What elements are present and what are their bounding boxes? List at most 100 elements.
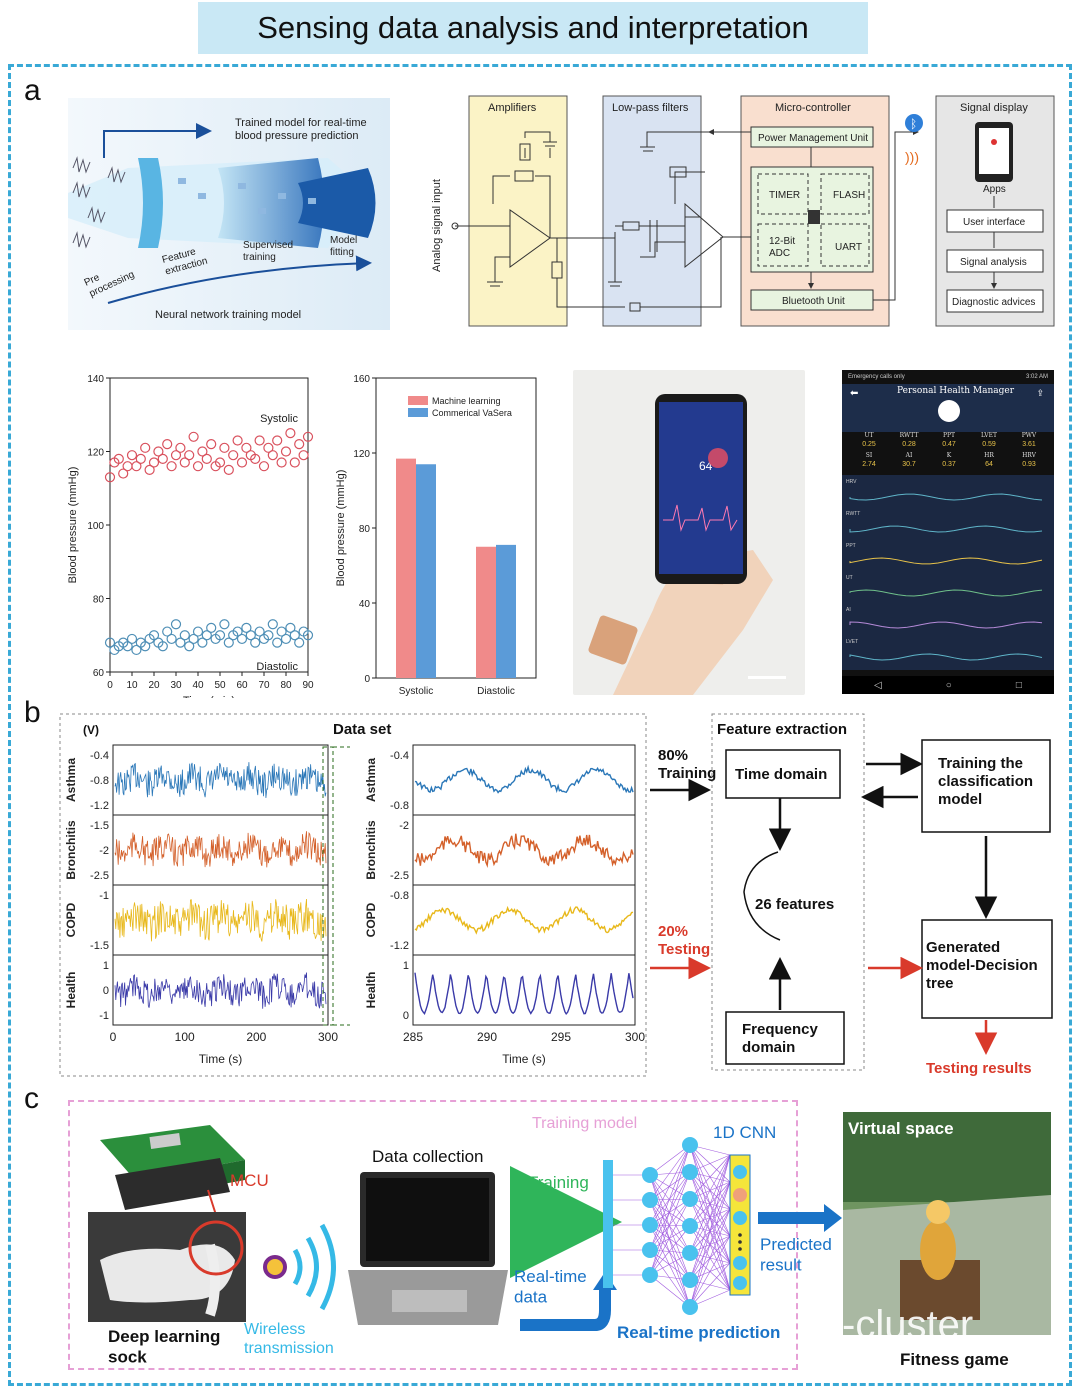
- scatter-point-systolic: [302, 431, 314, 442]
- y-tick-label: -0.8: [390, 800, 409, 812]
- cnn-connection: [689, 1154, 731, 1200]
- diagnostic-label: Diagnostic advices: [952, 297, 1035, 308]
- apps-label: Apps: [983, 184, 1006, 195]
- x-tick-label: 50: [214, 680, 226, 691]
- scatter-point-systolic: [104, 472, 116, 483]
- trace-label: AI: [846, 607, 851, 613]
- x-tick-label: 30: [170, 680, 182, 691]
- panel-b-classification: Data set (V) Asthma-0.4-0.8-1.2Bronchiti…: [59, 713, 1053, 1077]
- bar-diastolic-1: [496, 544, 516, 678]
- y-tick-label: 40: [359, 599, 371, 610]
- nav-recent-icon[interactable]: □: [1015, 679, 1022, 691]
- nav-back-icon[interactable]: ◁: [874, 679, 882, 691]
- nav-home-icon[interactable]: ○: [945, 679, 952, 691]
- x-tick-label: 40: [192, 680, 204, 691]
- panel-label-b: b: [24, 696, 41, 729]
- blood-pressure-scatter-chart: 01020304050607080906080100120140Time (mi…: [67, 374, 314, 698]
- legend-swatch: [408, 396, 428, 405]
- input-layer-bar: [603, 1160, 613, 1288]
- scatter-point-systolic: [175, 442, 186, 453]
- series-label-diastolic: Diastolic: [256, 661, 298, 673]
- scatter-point-diastolic: [219, 619, 230, 630]
- scatter-point-diastolic: [184, 641, 195, 652]
- analog-input-label: Analog signal input: [431, 179, 443, 272]
- x-tick-label: 100: [175, 1030, 195, 1044]
- scatter-point-systolic: [267, 450, 278, 461]
- cnn-connection: [649, 1224, 691, 1254]
- scatter-point-diastolic: [197, 637, 208, 648]
- virtual-space-label: Virtual space: [848, 1119, 954, 1138]
- scatter-point-diastolic: [294, 637, 305, 648]
- x-tick-label: 10: [126, 680, 138, 691]
- y-tick-label: 0: [403, 1010, 409, 1022]
- y-tick-label: 100: [87, 521, 104, 532]
- cnn-connection: [649, 1198, 691, 1251]
- share-icon[interactable]: ⇪: [1036, 388, 1044, 398]
- scatter-point-systolic: [258, 461, 270, 472]
- y-tick-label: 1: [103, 960, 109, 972]
- scatter-point-diastolic: [179, 630, 190, 641]
- scatter-point-systolic: [188, 431, 199, 442]
- cnn-node: [642, 1267, 658, 1283]
- cnn-node: [682, 1218, 698, 1234]
- metric-value: 0.93: [1022, 461, 1036, 468]
- scatter-point-systolic: [166, 461, 177, 472]
- phone-in-hand-photo: 64: [573, 370, 805, 695]
- cnn-connection: [649, 1249, 691, 1308]
- signal-display-label: Signal display: [960, 102, 1028, 114]
- cnn-connection: [649, 1199, 691, 1281]
- scatter-point-diastolic: [236, 633, 248, 645]
- cnn-connection: [649, 1224, 691, 1281]
- scatter-point-systolic: [135, 453, 146, 464]
- mcu-board-image: [100, 1125, 245, 1210]
- signal-trace-health: [114, 972, 327, 1009]
- x-axis-label: Time (min): [183, 695, 235, 698]
- flash-label: FLASH: [833, 190, 865, 201]
- cnn-node: [642, 1217, 658, 1233]
- y-tick-label: -0.8: [390, 890, 409, 902]
- metric-ppt: PPT: [942, 432, 956, 439]
- scatter-point-diastolic: [263, 630, 274, 641]
- cnn-output-node: [733, 1211, 747, 1225]
- page-title: Sensing data analysis and interpretation: [198, 2, 868, 54]
- bar-systolic-0: [396, 458, 416, 678]
- scatter-point-diastolic: [192, 626, 204, 637]
- cnn-ellipsis-dot: [738, 1233, 742, 1237]
- scatter-point-diastolic: [276, 626, 287, 637]
- trace-label: LVET: [846, 639, 858, 645]
- y-tick-label: -1: [99, 1010, 109, 1022]
- scatter-point-diastolic: [175, 637, 186, 648]
- scatter-point-diastolic: [280, 633, 292, 645]
- trace-label: UT: [846, 575, 853, 581]
- cnn-connection: [649, 1274, 691, 1308]
- scatter-point-diastolic: [223, 637, 234, 648]
- trace-line: [849, 493, 1043, 501]
- legend-swatch: [408, 408, 428, 417]
- scatter-point-systolic: [140, 442, 151, 453]
- y-tick-label: 60: [93, 668, 105, 679]
- app-time: 3:02 AM: [1025, 374, 1048, 380]
- bar-systolic-1: [416, 464, 436, 678]
- series-label-bronchitis: Bronchitis: [364, 820, 378, 880]
- amplifiers-label: Amplifiers: [488, 102, 537, 114]
- cnn-node: [682, 1191, 698, 1207]
- scatter-point-diastolic: [254, 626, 265, 637]
- micro-controller-label: Micro-controller: [775, 102, 851, 114]
- y-tick-label: -0.8: [90, 775, 109, 787]
- cnn-network: [613, 1137, 731, 1315]
- back-arrow-icon[interactable]: ⬅: [850, 388, 859, 399]
- scatter-point-systolic: [272, 435, 283, 446]
- cnn-connection: [649, 1171, 691, 1201]
- scatter-point-systolic: [126, 450, 138, 461]
- scatter-point-systolic: [179, 457, 190, 468]
- frequency-domain-box: [725, 1011, 845, 1065]
- scatter-point-systolic: [254, 435, 265, 446]
- cnn-connection: [649, 1171, 691, 1276]
- y-tick-label: 0: [364, 674, 370, 685]
- scatter-point-systolic: [201, 453, 212, 464]
- cnn-connection: [649, 1198, 691, 1276]
